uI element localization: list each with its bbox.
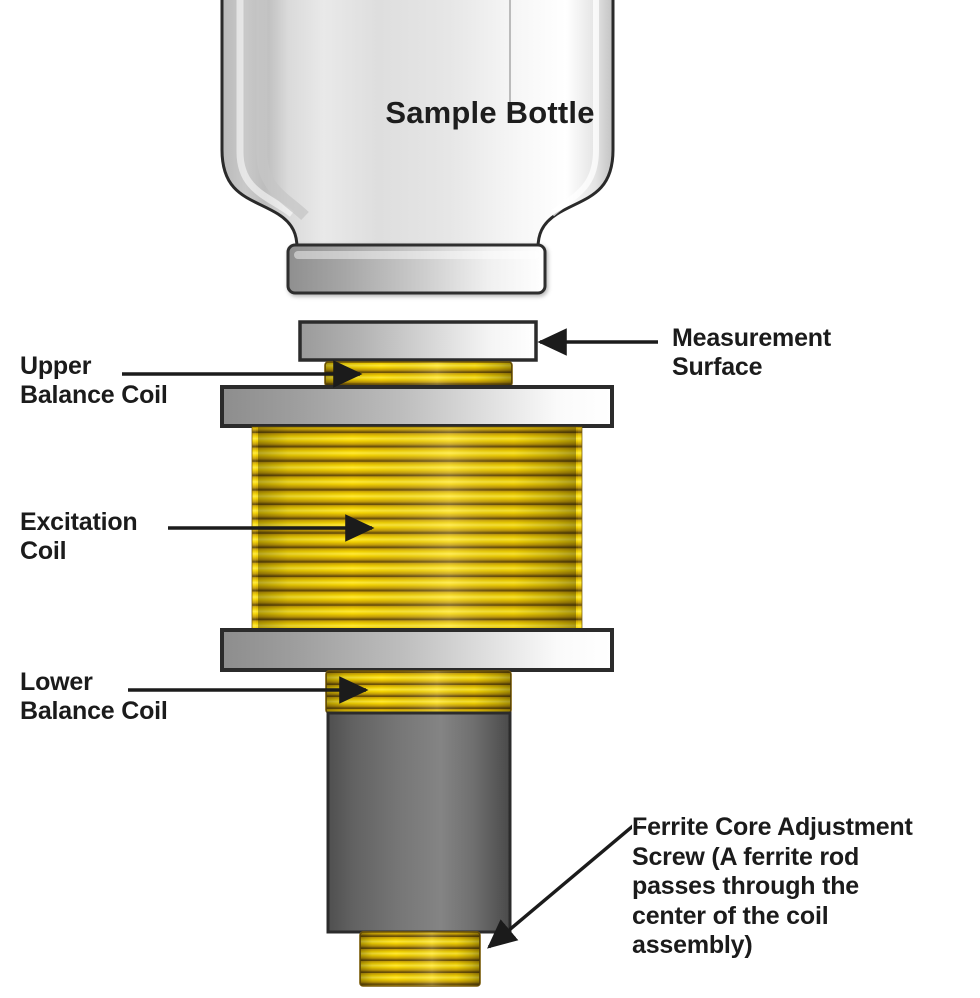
label-excitation-coil: Excitation Coil (20, 508, 138, 565)
bottle-shade-left (256, 0, 309, 221)
core-body (326, 711, 512, 934)
excitation-coil-right-edge (576, 427, 582, 629)
excitation-coil (251, 426, 583, 630)
label-lower-balance-coil: Lower Balance Coil (20, 668, 168, 725)
label-sample-bottle: Sample Bottle (385, 95, 595, 130)
bottle-highlight-left (236, 0, 295, 217)
label-ferrite-core-adjustment-screw: Ferrite Core Adjustment Screw (A ferrite… (632, 813, 913, 959)
lower-balance-coil (325, 670, 512, 714)
label-measurement-surface: Measurement Surface (672, 324, 831, 381)
lower-flange (220, 628, 614, 672)
leader-ferrite-screw (487, 818, 642, 949)
bottle-base-ring (286, 243, 547, 295)
ferrite-adjustment-screw (359, 931, 481, 987)
upper-flange (220, 385, 614, 428)
measurement-surface (298, 320, 538, 362)
bottle-highlight-right (549, 0, 599, 217)
label-upper-balance-coil: Upper Balance Coil (20, 352, 168, 409)
